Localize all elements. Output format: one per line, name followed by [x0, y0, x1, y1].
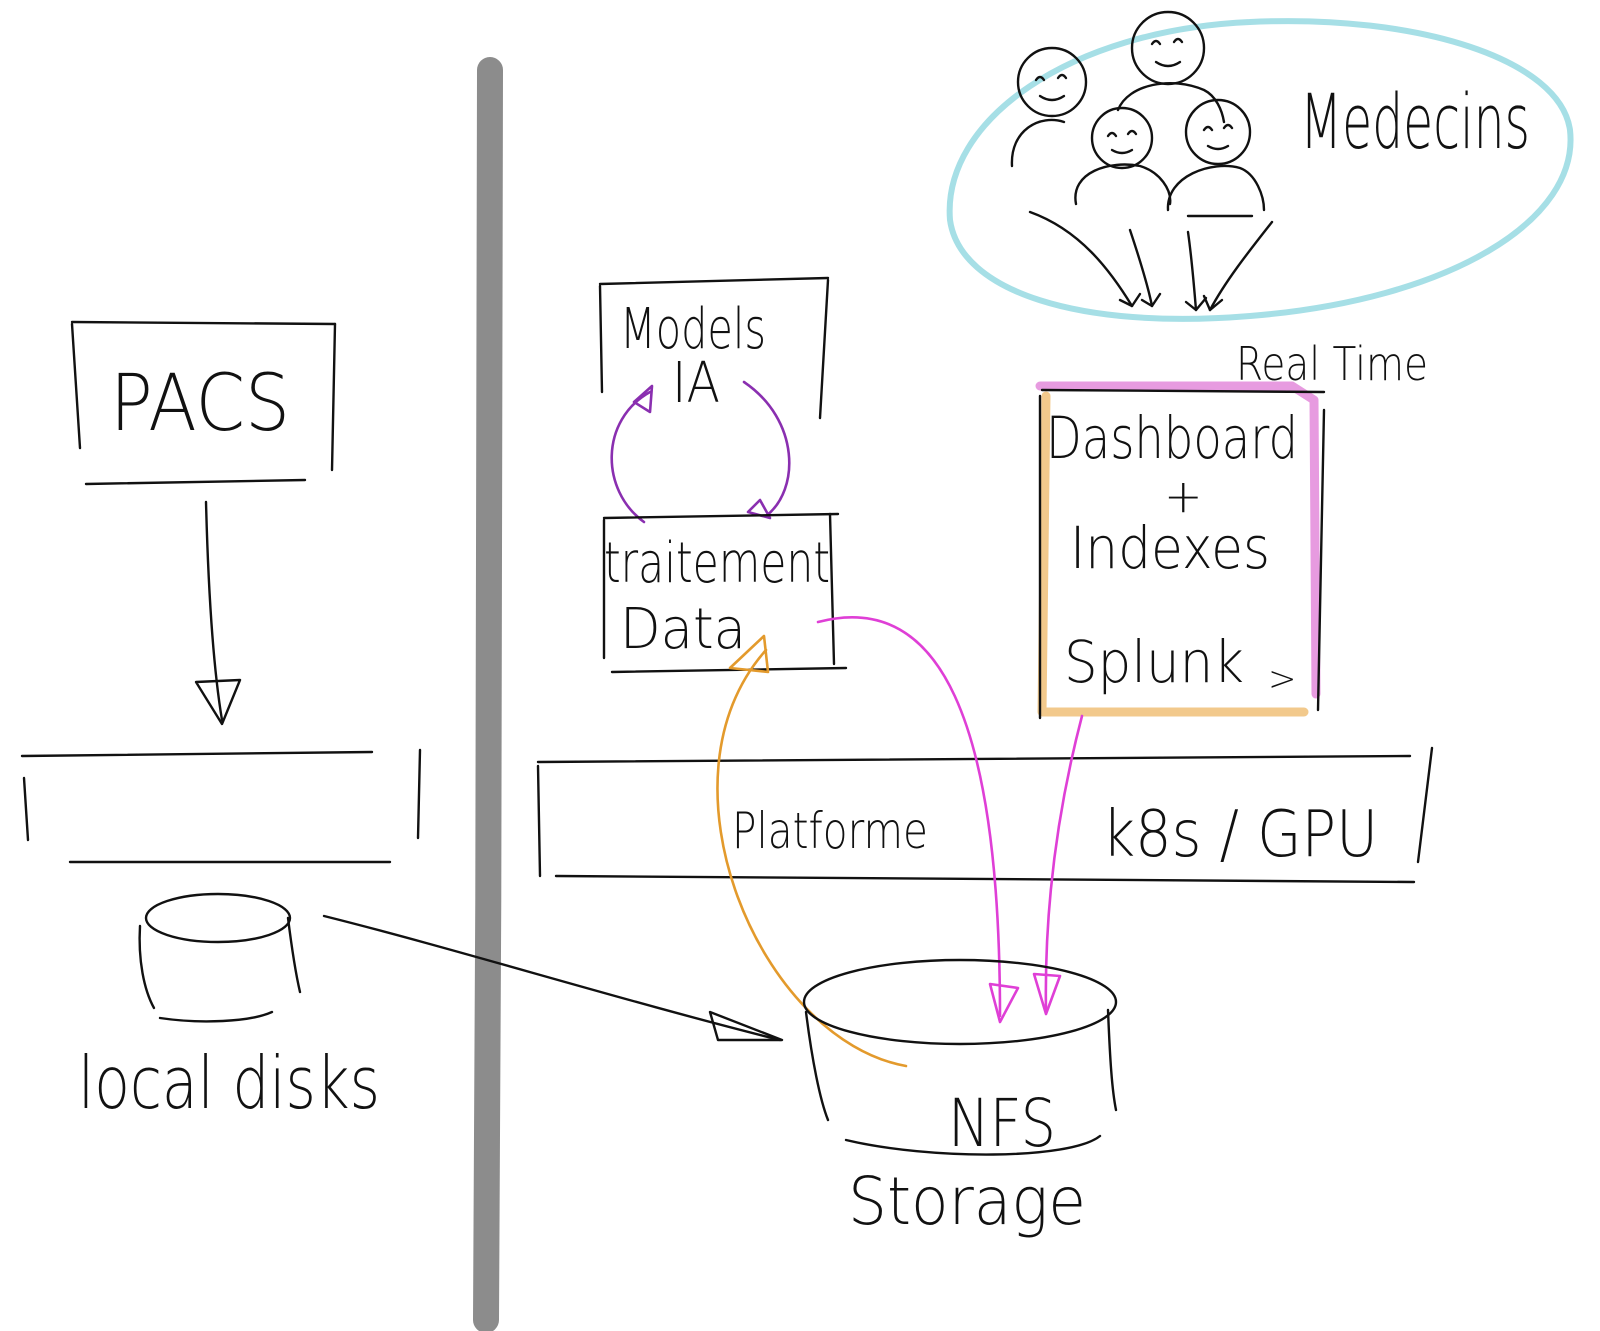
doctors-ellipse	[946, 18, 1574, 322]
dashboard-line1: Dashboard	[1046, 404, 1298, 472]
nfs-to-processing-arrow	[716, 634, 908, 1068]
processing-label-line2: Data	[620, 597, 746, 662]
dashboard-plus: +	[1164, 469, 1203, 523]
models-label-line1: Models	[620, 297, 766, 362]
processing-box: traitement Data	[602, 512, 848, 674]
storage-label: Storage	[848, 1163, 1086, 1240]
platform-bar: Platforme k8s / GPU	[536, 746, 1434, 884]
person-icon	[1116, 10, 1226, 124]
model-processing-loop	[610, 380, 791, 524]
dashboard-chevron: >	[1268, 659, 1297, 699]
platform-label: Platforme	[732, 802, 928, 860]
person-icon	[1166, 98, 1266, 218]
processing-label-line1: traitement	[604, 531, 830, 596]
models-label-line2: IA	[672, 351, 720, 416]
local-platform-bar	[20, 748, 422, 864]
nfs-storage-cylinder: NFS Storage	[802, 958, 1118, 1240]
dashboard-line2: Indexes	[1070, 514, 1270, 582]
pacs-box: PACS	[70, 320, 337, 486]
platform-tech-label: k8s / GPU	[1102, 798, 1378, 872]
local-disks-cylinder: local disks	[78, 892, 380, 1125]
models-ia-box: Models IA	[598, 276, 830, 420]
doctors-group: Medecins	[946, 10, 1574, 322]
processing-to-nfs-arrow	[816, 616, 1020, 1024]
center-divider	[473, 57, 504, 1331]
dashboard-line3: Splunk	[1064, 628, 1244, 696]
local-disks-label: local disks	[78, 1041, 380, 1125]
person-icon	[1010, 46, 1088, 168]
disks-to-nfs-arrow	[322, 914, 784, 1042]
pacs-label: PACS	[110, 359, 290, 449]
doctors-label: Medecins	[1300, 77, 1530, 166]
pacs-down-arrow	[194, 500, 242, 726]
dashboard-box: Dashboard + Indexes Splunk >	[1035, 381, 1326, 720]
person-icon	[1074, 106, 1172, 206]
nfs-label: NFS	[948, 1085, 1056, 1162]
dashboard-to-nfs-arrow	[1032, 714, 1084, 1016]
doctors-down-arrows	[1028, 210, 1274, 312]
